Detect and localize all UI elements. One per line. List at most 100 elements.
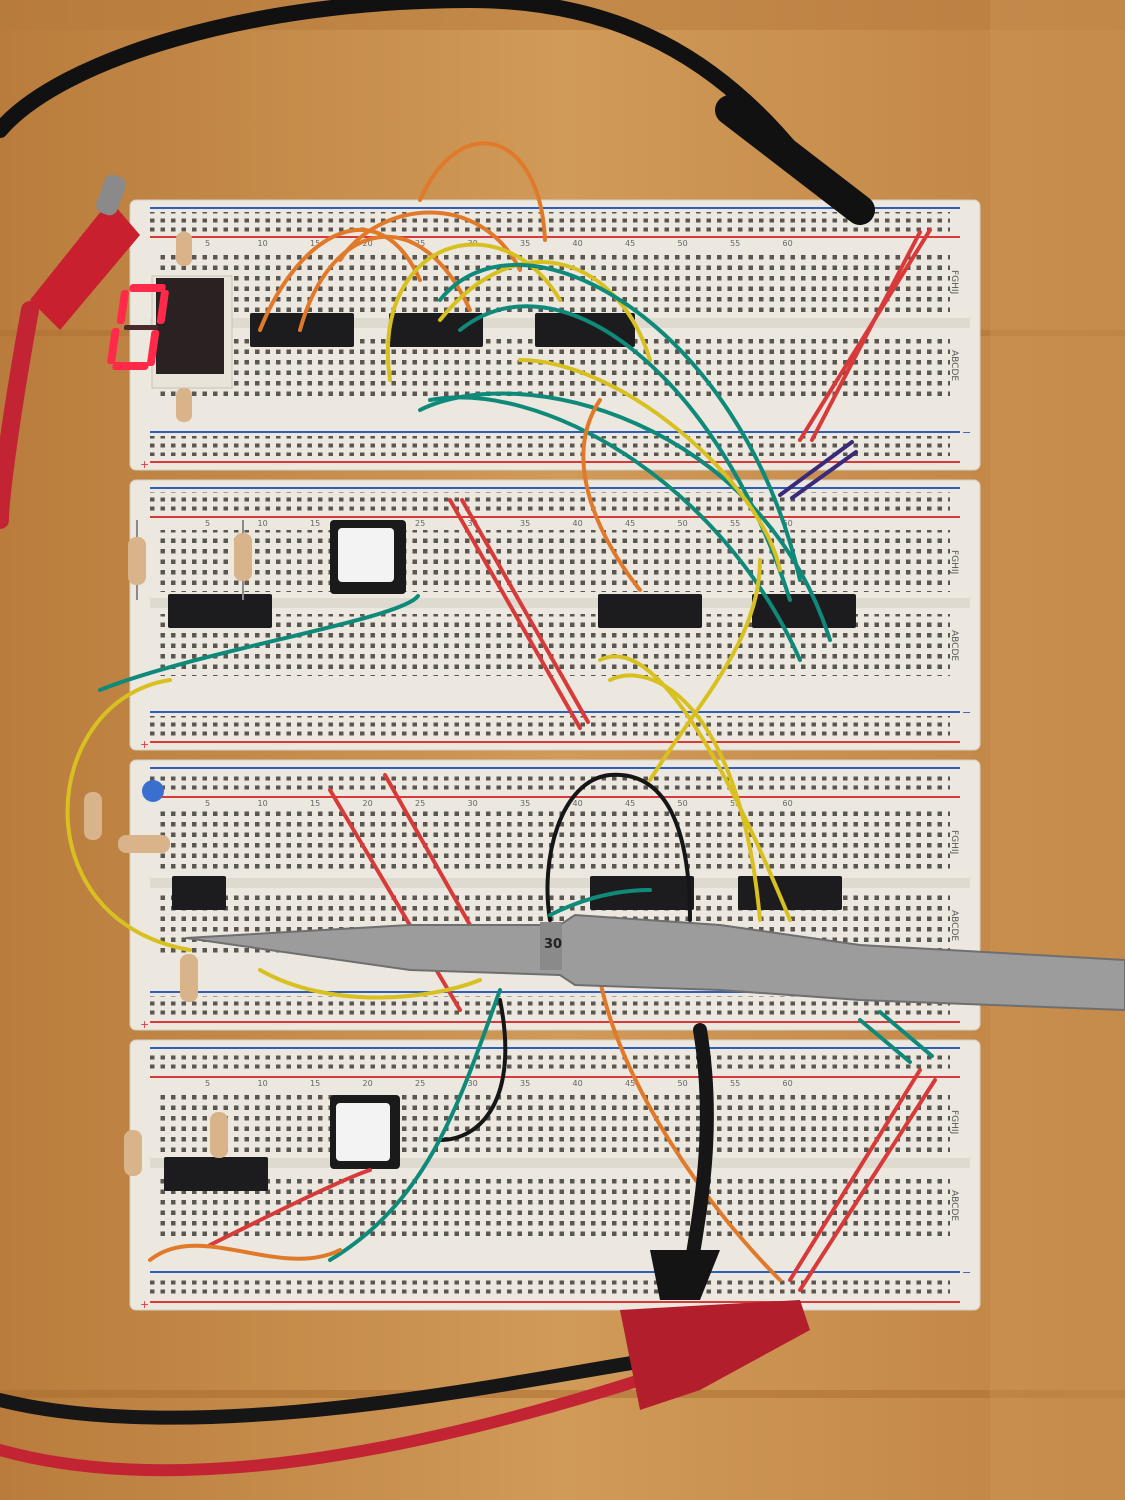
digit-segment [156, 290, 169, 324]
push-buttons [330, 520, 406, 1169]
column-number: 55 [730, 239, 740, 248]
digit-segment [112, 362, 149, 370]
column-number: 10 [258, 239, 268, 248]
digit-segments [107, 284, 169, 370]
column-number: 40 [573, 1079, 583, 1088]
rail-plus-sign: + [140, 738, 149, 751]
column-number: 20 [363, 799, 373, 808]
jumper-wire [581, 398, 642, 592]
jumper-wire [298, 234, 472, 332]
jumper-wire [438, 260, 652, 362]
jumper-wire [878, 1010, 934, 1058]
row-labels: ABCDE [949, 910, 959, 941]
digit-segment [107, 328, 120, 364]
row-labels: ABCDE [949, 350, 959, 381]
column-number: 40 [573, 239, 583, 248]
jumper-wire [598, 654, 792, 922]
jumper-wire [448, 498, 582, 730]
column-number: 20 [363, 239, 373, 248]
ic-chip [389, 313, 483, 347]
column-number: 55 [730, 1079, 740, 1088]
column-number: 35 [520, 239, 530, 248]
probe-label: 30 [544, 937, 562, 952]
jumper-wire [608, 673, 762, 922]
jumper-wire [258, 968, 482, 1000]
column-number: 30 [468, 519, 478, 528]
row-labels: FGHIJ [949, 270, 959, 294]
column-number: 15 [310, 1079, 320, 1088]
seven-segment-display [107, 275, 233, 389]
column-number: 25 [415, 799, 425, 808]
jumper-wire [98, 594, 420, 692]
ic-chip [590, 876, 694, 910]
column-number: 35 [520, 1079, 530, 1088]
column-number: 25 [415, 1079, 425, 1088]
rail-minus-sign: − [962, 1266, 971, 1279]
column-number: 45 [625, 519, 635, 528]
rail-plus-sign: + [140, 458, 149, 471]
column-number: 55 [730, 799, 740, 808]
rail-minus-sign: − [962, 426, 971, 439]
jumper-wire [460, 498, 590, 724]
column-number: 10 [258, 1079, 268, 1088]
column-number: 50 [678, 1079, 688, 1088]
jumper-wire [438, 262, 802, 582]
digit-segment-off [123, 325, 159, 330]
column-number: 60 [783, 239, 793, 248]
resistors [84, 232, 252, 1176]
jumper-wire [788, 1068, 922, 1282]
jumper-wire [810, 230, 922, 442]
jumper-wire [148, 1243, 342, 1262]
column-number: 40 [573, 519, 583, 528]
jumper-wire [328, 788, 462, 1012]
jumper-wire [548, 888, 652, 917]
jumper-wires [65, 141, 937, 1292]
column-number: 35 [520, 799, 530, 808]
jumper-wire [790, 450, 858, 500]
jumper-wire [383, 773, 472, 927]
jumper-wire [428, 395, 802, 662]
column-number: 20 [363, 1079, 373, 1088]
ic-chip [172, 876, 226, 910]
row-labels: ABCDE [949, 630, 959, 661]
jumper-wire [648, 558, 762, 782]
column-number: 35 [520, 519, 530, 528]
column-number: 45 [625, 239, 635, 248]
rail-minus-sign: − [962, 706, 971, 719]
row-labels: FGHIJ [949, 1110, 959, 1134]
jumper-wire [858, 1018, 912, 1064]
ic-chip [738, 876, 842, 910]
jumper-wire [598, 978, 782, 1282]
column-number: 60 [783, 519, 793, 528]
column-number: 5 [205, 519, 210, 528]
column-number: 60 [783, 1079, 793, 1088]
column-number: 25 [415, 519, 425, 528]
row-labels: ABCDE [949, 1190, 959, 1221]
jumper-wire [778, 440, 854, 497]
ic-chip [535, 313, 635, 347]
digit-segment [116, 290, 129, 324]
rail-plus-sign: + [140, 1298, 149, 1311]
jumper-wire [518, 358, 782, 572]
jumper-wire [258, 227, 422, 332]
column-number: 55 [730, 519, 740, 528]
column-number: 40 [573, 799, 583, 808]
jumper-wire [798, 1078, 937, 1292]
jumper-wire [545, 772, 692, 922]
row-labels: FGHIJ [949, 830, 959, 854]
digit-segment [146, 330, 160, 366]
ic-chip [168, 594, 272, 628]
column-number: 45 [625, 1079, 635, 1088]
jumper-wire [208, 1168, 372, 1247]
digit-segment [129, 284, 166, 292]
ic-chip [598, 594, 702, 628]
ic-chip [164, 1157, 268, 1191]
jumper-wire [65, 678, 192, 952]
jumper-wire [338, 210, 522, 272]
column-number: 50 [678, 239, 688, 248]
row-labels: FGHIJ [949, 550, 959, 574]
oscilloscope-probe: 30 [185, 913, 1125, 1012]
column-number: 5 [205, 799, 210, 808]
